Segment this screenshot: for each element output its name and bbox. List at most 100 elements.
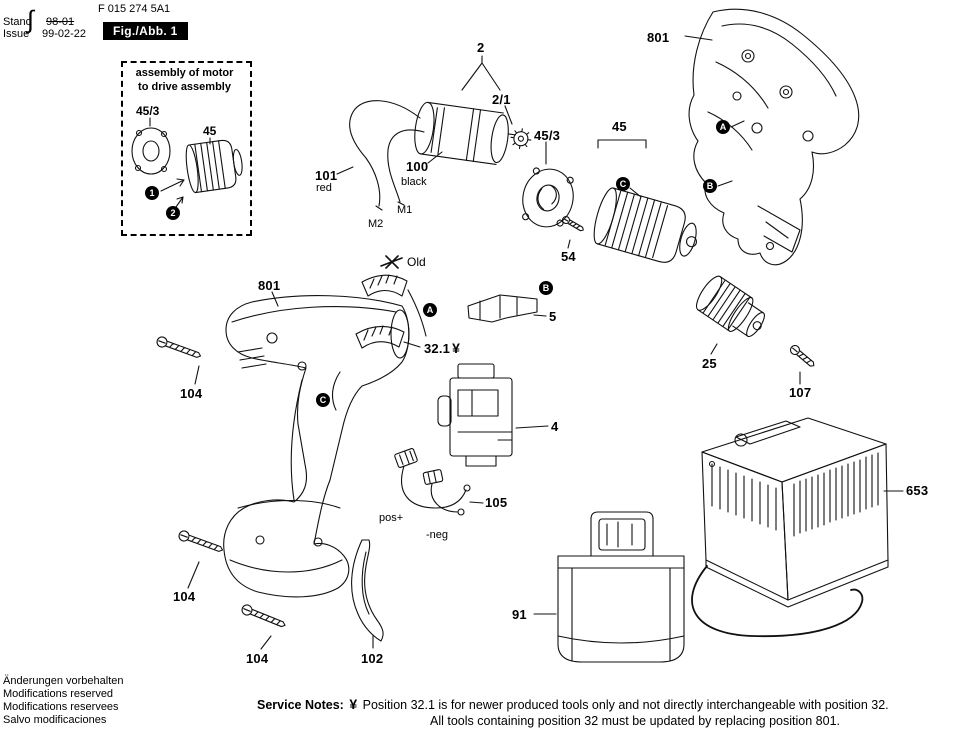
inset-title-line1: assembly of motor xyxy=(135,67,234,79)
screw-107-drawing xyxy=(789,344,815,367)
service-notes-line-2: All tools containing position 32 must be… xyxy=(430,714,840,728)
switch-drawing xyxy=(437,363,513,467)
screw-104b-drawing xyxy=(178,530,224,552)
inset-callout-45: 45 xyxy=(203,124,217,138)
marker-c-handle: C xyxy=(316,393,330,407)
housing-top-leader xyxy=(684,35,713,41)
callout-pinion-2-1: 2/1 xyxy=(492,92,511,107)
callout-wire-101: 101 xyxy=(315,168,338,183)
marker-a-housing: A xyxy=(716,120,730,134)
terminal-m2-label: M2 xyxy=(368,218,384,230)
marker-c-gearbox: C xyxy=(616,177,630,191)
callout-foot-102: 102 xyxy=(361,651,384,666)
gearbox-bracket xyxy=(597,139,647,149)
pos-32-1-leaders xyxy=(403,289,427,348)
motor-drawing xyxy=(414,101,532,166)
callout-screw-104-b: 104 xyxy=(173,589,196,604)
figure-badge: Fig./Abb. 1 xyxy=(103,22,188,40)
marker-b-leader xyxy=(717,180,733,187)
callout-mount-45-3: 45/3 xyxy=(534,128,561,143)
switch-leader xyxy=(515,425,549,429)
service-note-1-text: Position 32.1 is for newer produced tool… xyxy=(362,698,889,712)
motor-100-color-label: black xyxy=(401,176,427,188)
revision-brace: ∫ xyxy=(27,6,34,34)
pos-plus-label: pos+ xyxy=(379,512,404,524)
brush-a-drawing xyxy=(355,325,405,349)
marker-b-connector: B xyxy=(539,281,553,295)
callout-part-5: 5 xyxy=(549,309,557,324)
callout-screw-54: 54 xyxy=(561,249,576,264)
foot-strap-drawing xyxy=(351,539,384,642)
service-notes-label: Service Notes: xyxy=(257,698,344,712)
callout-gearbox-45: 45 xyxy=(612,119,627,134)
wire-101-color-label: red xyxy=(316,182,332,194)
wire-101-leader xyxy=(336,166,354,175)
inset-step-1-marker: 1 xyxy=(145,186,159,200)
part-5-leader xyxy=(533,314,547,317)
housing-right-drawing xyxy=(688,8,860,266)
marker-a-brush: A xyxy=(423,303,437,317)
inset-arrow-1 xyxy=(160,178,185,192)
inset-gearbox-drawing xyxy=(185,139,243,194)
inset-arrow-2 xyxy=(175,196,184,208)
stand-label: Stand xyxy=(3,16,32,28)
screw-104c-drawing xyxy=(241,604,286,628)
motor-bracket-lines xyxy=(461,55,513,125)
gearbox-drawing xyxy=(593,187,698,263)
inset-callout-45-3: 45/3 xyxy=(136,104,160,118)
housing-left-drawing xyxy=(223,295,410,598)
service-notes-marker: ¥ xyxy=(349,696,358,712)
inset-leaders xyxy=(149,117,211,145)
wires-105-leader xyxy=(469,501,484,504)
marker-a-leader xyxy=(730,120,745,128)
marker-b-housing: B xyxy=(703,179,717,193)
callout-motor-2: 2 xyxy=(477,40,485,55)
callout-screw-104-a: 104 xyxy=(180,386,203,401)
callout-screw-107: 107 xyxy=(789,385,812,400)
screw-104-leaders xyxy=(187,365,272,650)
terminal-m1-label: M1 xyxy=(397,204,413,216)
chuck-drawing xyxy=(695,275,765,338)
motor-100-leader xyxy=(427,151,443,164)
motor-wires-drawing xyxy=(349,100,425,211)
callout-battery-91: 91 xyxy=(512,607,527,622)
brush-old-drawing xyxy=(361,274,408,297)
marker-c-leader xyxy=(629,187,642,198)
service-notes-line-1: Service Notes: ¥ Position 32.1 is for ne… xyxy=(257,696,889,712)
callout-motor-100: 100 xyxy=(406,159,429,174)
inset-step-2-marker: 2 xyxy=(166,206,180,220)
callout-chuck-25: 25 xyxy=(702,356,717,371)
chuck-leader xyxy=(710,343,718,355)
reservation-line-fr: Modifications reservees xyxy=(3,701,119,713)
wire-assembly-drawing xyxy=(394,448,471,516)
callout-housing-801-left: 801 xyxy=(258,278,281,293)
callout-charger-653: 653 xyxy=(906,483,929,498)
connector-b-drawing xyxy=(467,294,538,323)
neg-label: -neg xyxy=(426,529,449,541)
reservation-notice-block: Änderungen vorbehalten Modifications res… xyxy=(3,675,123,727)
obsolete-icon xyxy=(380,255,403,269)
reservation-line-en: Modifications reserved xyxy=(3,688,114,700)
callout-switch-4: 4 xyxy=(551,419,559,434)
callout-wires-105: 105 xyxy=(485,495,508,510)
reservation-line-de: Änderungen vorbehalten xyxy=(3,675,124,687)
reservation-line-es: Salvo modificaciones xyxy=(3,714,107,726)
old-part-label: Old xyxy=(407,255,426,269)
battery-drawing xyxy=(557,511,685,663)
issue-label: Issue xyxy=(3,28,30,40)
callout-housing-801-top: 801 xyxy=(647,30,670,45)
inset-title-line2: to drive assembly xyxy=(138,81,231,93)
screw-54-drawing xyxy=(561,215,584,232)
motor-mount-drawing xyxy=(522,167,574,228)
service-marker-32-1: ¥ xyxy=(452,340,461,356)
screw-104a-drawing xyxy=(156,336,202,358)
inset-assembly-box xyxy=(121,61,252,236)
document-part-number: F 015 274 5A1 xyxy=(98,3,171,15)
callout-pos-32-1: 32.1¥ xyxy=(424,340,462,356)
charger-drawing xyxy=(691,417,889,638)
stand-value: 98-01 xyxy=(46,16,75,28)
housing-left-leader xyxy=(271,291,279,307)
screw-54-leader xyxy=(567,239,571,249)
